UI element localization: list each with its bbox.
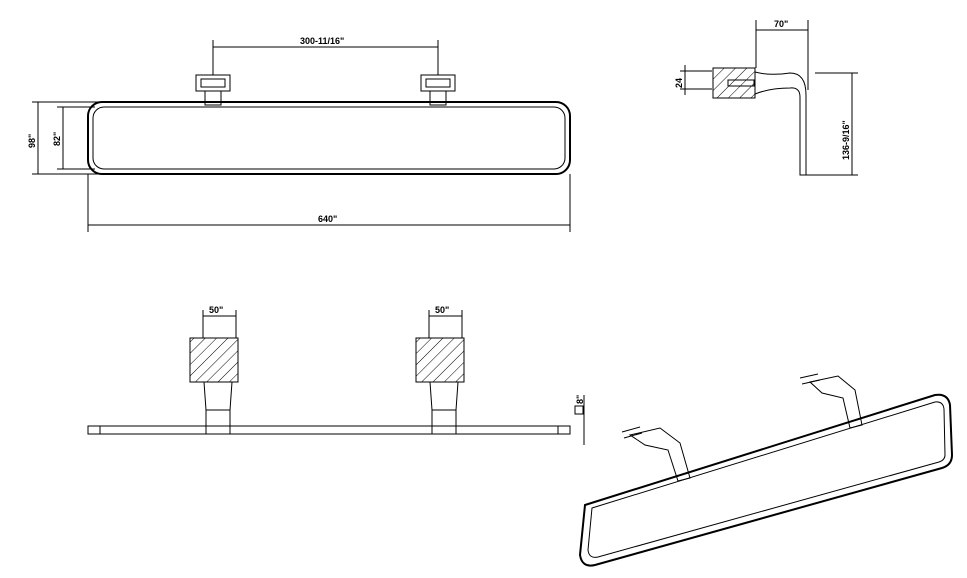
dim-inner-height: 82" bbox=[52, 132, 62, 146]
dim-overall-length: 640" bbox=[318, 214, 337, 224]
dim-bracket-spacing: 300-11/16" bbox=[300, 36, 344, 46]
dim-mount-height: 24 bbox=[674, 78, 684, 88]
front-view: 300-11/16" 98" 82" 640" bbox=[27, 36, 571, 232]
dim-projection: 70" bbox=[774, 19, 788, 29]
bracket-right bbox=[420, 74, 456, 106]
dim-overall-height: 98" bbox=[27, 134, 37, 148]
dim-drop-height: 136-9/16" bbox=[841, 120, 851, 160]
bracket-left bbox=[195, 74, 231, 106]
dim-bracket-width-left: 50" bbox=[209, 305, 223, 315]
top-view: 50" 50" 8" bbox=[87, 305, 585, 445]
dim-bracket-width-right: 50" bbox=[435, 305, 449, 315]
side-view: 70" 24 136-9/16" bbox=[674, 19, 858, 176]
dim-bar-section: 8" bbox=[575, 395, 585, 404]
perspective-view bbox=[578, 373, 954, 567]
